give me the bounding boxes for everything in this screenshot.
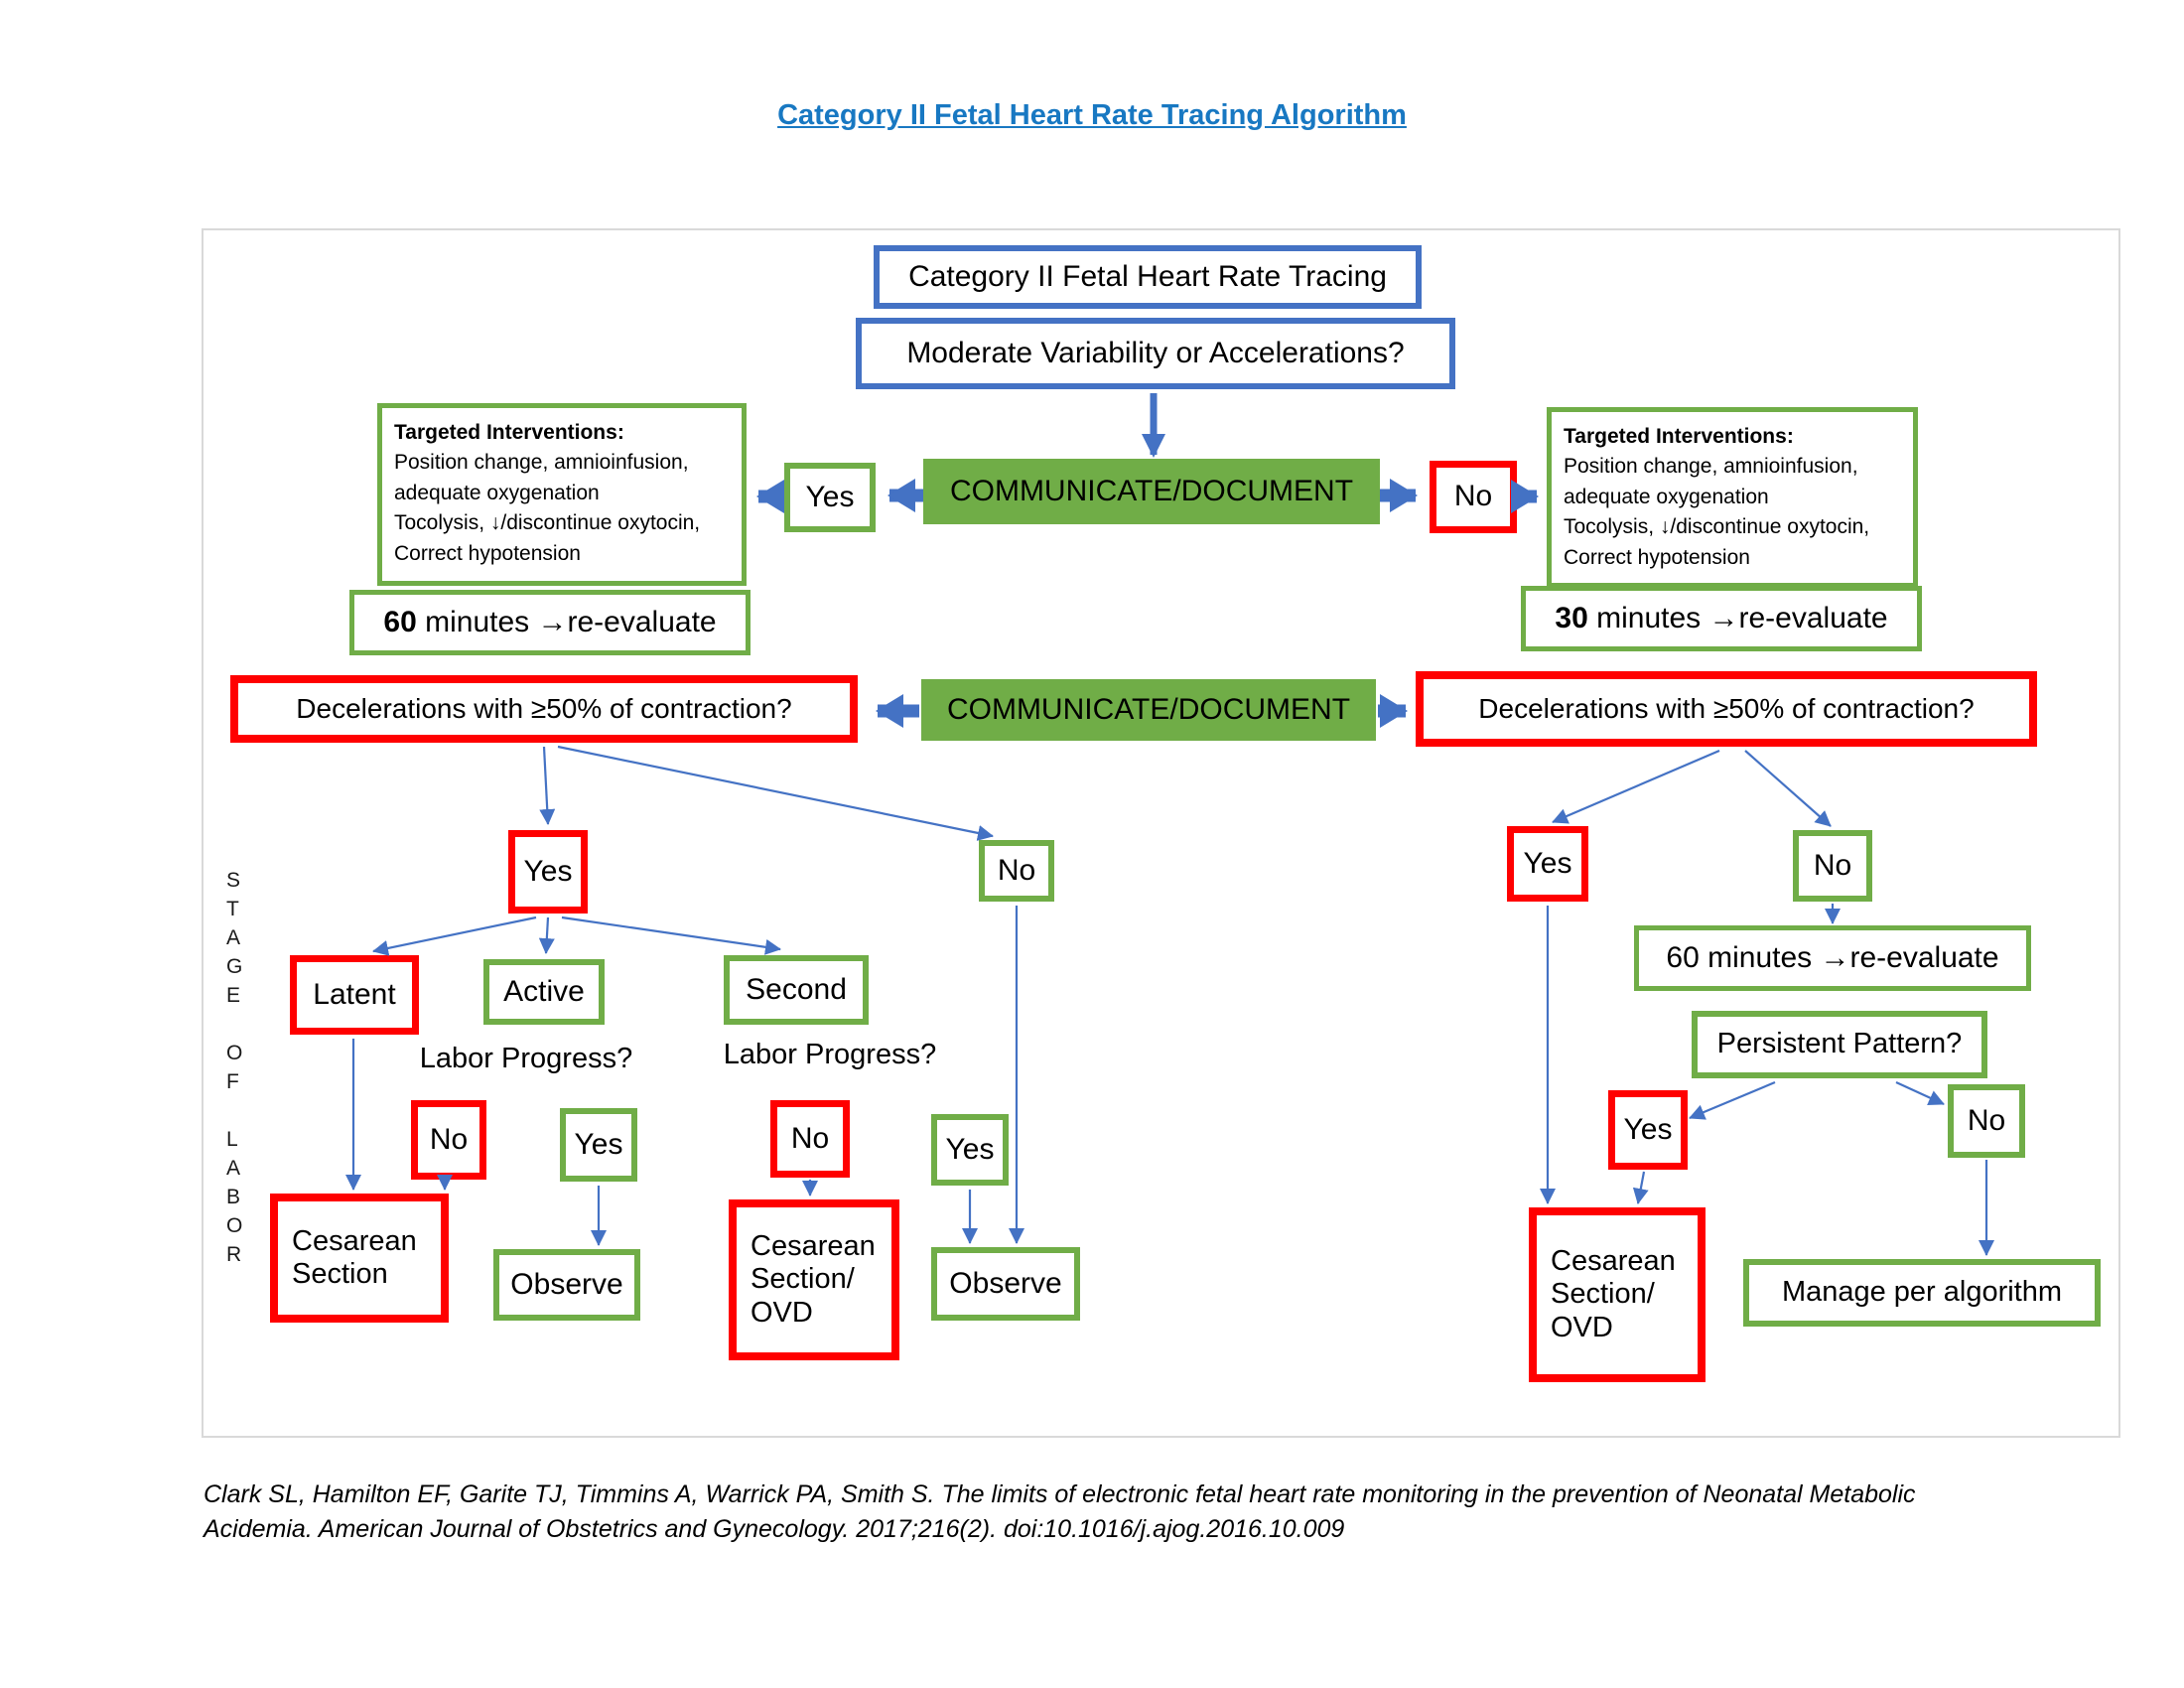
node-reevaluate-60-left: 60 minutes →re-evaluate [349,590,751,655]
node-cesarean-section-ovd-left: Cesarean Section/ OVD [729,1199,899,1360]
node-active: Active [483,959,605,1025]
node-yes-decel-left: Yes [508,830,588,914]
node-latent: Latent [290,955,419,1035]
node-reevaluate-30-right: 30 minutes →re-evaluate [1521,586,1922,651]
reevaluate-60-text: minutes →re-evaluate [416,605,717,638]
node-no-lp1: No [411,1100,486,1180]
reevaluate-30-number: 30 [1555,601,1588,634]
node-yes-decel-right: Yes [1507,826,1588,902]
node-communicate-mid: COMMUNICATE/DOCUMENT [921,679,1376,741]
reevaluate-60-number: 60 [383,605,417,638]
citation: Clark SL, Hamilton EF, Garite TJ, Timmin… [204,1480,1916,1543]
node-targeted-interventions-right: Targeted Interventions: Position change,… [1547,407,1918,588]
node-yes-persistent: Yes [1608,1090,1688,1170]
node-cesarean-section-ovd-right: Cesarean Section/ OVD [1529,1207,1706,1382]
node-yes-top: Yes [784,463,876,532]
node-second: Second [724,955,869,1025]
node-observe-2: Observe [931,1247,1080,1321]
node-observe-1: Observe [493,1249,640,1321]
label-labor-progress-2: Labor Progress? [723,1039,937,1070]
targeted-interventions-body: Position change, amnioinfusion, adequate… [394,451,701,565]
node-variability-question: Moderate Variability or Accelerations? [856,318,1455,389]
node-no-persistent: No [1948,1084,2025,1158]
node-no-decel-left: No [979,840,1054,902]
node-decelerations-right: Decelerations with ≥50% of contraction? [1416,671,2037,747]
node-targeted-interventions-left: Targeted Interventions: Position change,… [377,403,747,586]
node-decelerations-left: Decelerations with ≥50% of contraction? [230,675,858,743]
page-title: Category II Fetal Heart Rate Tracing Alg… [777,99,1407,131]
node-no-top: No [1430,461,1517,533]
node-start: Category II Fetal Heart Rate Tracing [874,245,1422,309]
node-no-decel-right: No [1793,830,1872,902]
targeted-interventions-heading: Targeted Interventions: [1564,425,1794,448]
reevaluate-30-text: minutes →re-evaluate [1587,601,1888,634]
node-reevaluate-60-right: 60 minutes →re-evaluate [1634,925,2031,991]
stage-of-labor-label: S T A G E O F L A B O R [226,869,243,1266]
label-labor-progress-1: Labor Progress? [419,1043,633,1074]
node-communicate-top: COMMUNICATE/DOCUMENT [923,459,1380,524]
node-manage-per-algorithm: Manage per algorithm [1743,1259,2101,1327]
targeted-interventions-heading: Targeted Interventions: [394,421,624,444]
node-yes-lp1: Yes [560,1108,637,1182]
node-cesarean-section: Cesarean Section [270,1194,449,1323]
node-no-lp2: No [770,1100,850,1178]
node-yes-lp2: Yes [931,1114,1009,1186]
node-persistent-pattern: Persistent Pattern? [1692,1011,1987,1078]
targeted-interventions-body: Position change, amnioinfusion, adequate… [1564,455,1870,569]
